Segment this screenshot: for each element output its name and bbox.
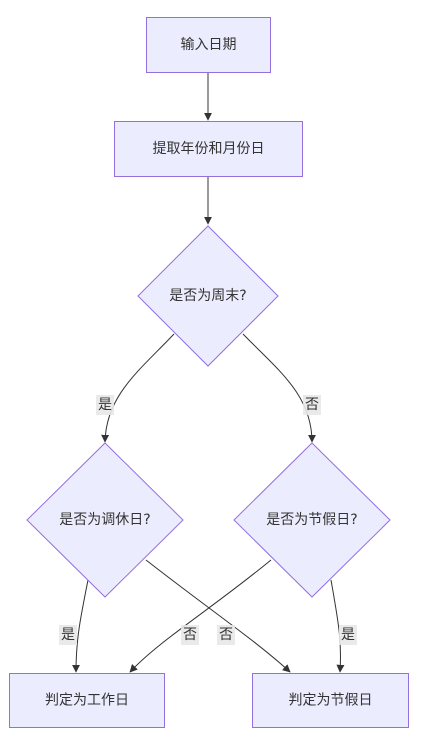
node-result-holiday-label: 判定为节假日 (289, 693, 373, 709)
node-is-workday-swap-label: 是否为调休日? (59, 512, 150, 528)
edge-holiday-yes-to-holiday (330, 579, 345, 673)
edge-swap-no-to-holiday (145, 559, 291, 673)
edge-label-weekend-no-text: 否 (305, 397, 319, 413)
edge-label-swap-yes: 是 (59, 625, 77, 645)
edges (72, 72, 345, 673)
edge-holiday-no-to-workday (129, 559, 272, 673)
node-input-date-label: 输入日期 (181, 37, 237, 53)
edge-label-holiday-no-text: 否 (183, 627, 197, 643)
edge-label-holiday-yes: 是 (339, 625, 357, 645)
edge-label-weekend-yes-text: 是 (98, 397, 112, 413)
node-input-date: 输入日期 (146, 17, 271, 73)
node-is-workday-swap: 是否为调休日? (26, 442, 184, 598)
node-is-weekend-label: 是否为周末? (169, 288, 246, 304)
edge-label-holiday-yes-text: 是 (341, 627, 355, 643)
nodes: 输入日期 提取年份和月份日 是否为周末? 是否为调休日? 是否为节假日? 判定为… (9, 17, 409, 728)
edge-label-swap-no-text: 否 (219, 627, 233, 643)
node-extract-parts: 提取年份和月份日 (114, 121, 303, 177)
node-result-workday: 判定为工作日 (9, 673, 165, 728)
edge-weekend-yes-to-swap (101, 333, 175, 443)
node-is-holiday: 是否为节假日? (233, 442, 391, 598)
edge-labels: 是 否 是 否 否 是 (59, 395, 357, 645)
edge-weekend-no-to-holiday (242, 333, 316, 443)
node-extract-parts-label: 提取年份和月份日 (153, 141, 265, 157)
node-is-holiday-label: 是否为节假日? (266, 512, 357, 528)
edge-label-holiday-no: 否 (181, 625, 199, 645)
edge-label-weekend-yes: 是 (96, 395, 114, 415)
node-result-workday-label: 判定为工作日 (45, 693, 129, 709)
node-result-holiday: 判定为节假日 (252, 673, 409, 728)
node-is-weekend: 是否为周末? (137, 225, 279, 367)
edge-label-swap-yes-text: 是 (61, 627, 75, 643)
edge-label-swap-no: 否 (217, 625, 235, 645)
edge-label-weekend-no: 否 (303, 395, 321, 415)
edge-swap-yes-to-workday (72, 579, 89, 673)
